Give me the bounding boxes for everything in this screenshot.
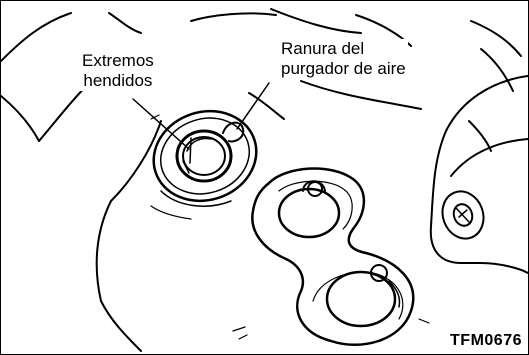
leader-lines	[132, 82, 270, 150]
bushing-port	[150, 109, 258, 220]
air-bleed-groove-label-line2: purgador de aire	[281, 59, 406, 78]
gasket-plate	[251, 167, 415, 346]
right-boss	[429, 75, 528, 274]
shade-marks	[150, 114, 430, 340]
split-ends-label-line2: hendidos	[83, 71, 153, 90]
air-bleed-groove-label: Ranura del purgador de aire	[279, 39, 408, 79]
figure-code: TFM0676	[450, 332, 522, 349]
air-bleed-groove-label-line1: Ranura del	[281, 39, 365, 58]
split-ends-label: Extremos hendidos	[80, 51, 156, 91]
split-ends-label-line1: Extremos	[82, 51, 154, 70]
casting-outline	[1, 8, 522, 352]
